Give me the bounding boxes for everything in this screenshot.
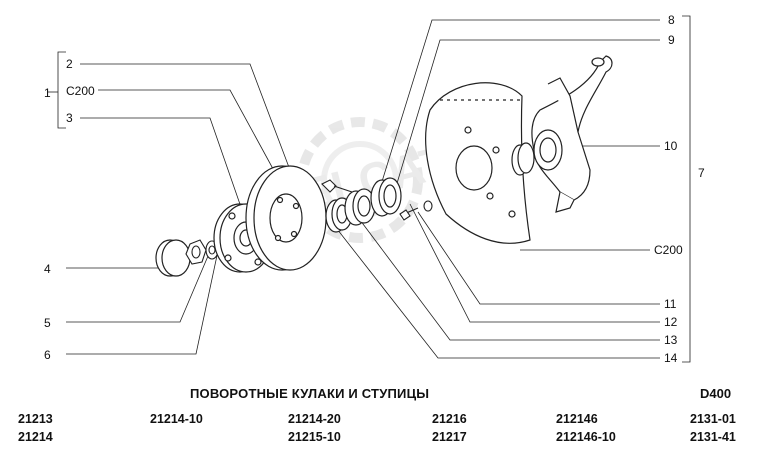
callout-c200-left: C200 <box>66 84 95 98</box>
callout-11: 11 <box>664 297 677 311</box>
model-212146: 212146 <box>556 412 598 426</box>
diagram-title: ПОВОРОТНЫЕ КУЛАКИ И СТУПИЦЫ <box>190 386 430 401</box>
model-212146-10: 212146-10 <box>556 430 616 444</box>
disc-bolt <box>321 179 353 193</box>
section-code: D400 <box>700 386 732 401</box>
callout-13: 13 <box>664 333 678 347</box>
steering-knuckle <box>531 55 613 213</box>
leader-lines <box>48 15 691 363</box>
brake-disc <box>245 165 327 271</box>
model-21215-10: 21215-10 <box>288 430 341 444</box>
callout-10: 10 <box>664 139 678 153</box>
model-21214-20: 21214-20 <box>288 412 341 426</box>
callout-12: 12 <box>664 315 678 329</box>
bearing-seal <box>370 177 402 217</box>
callout-9: 9 <box>668 33 675 47</box>
callout-4: 4 <box>44 262 51 276</box>
callout-14: 14 <box>664 351 678 365</box>
callout-7: 7 <box>698 166 705 180</box>
model-2131-41: 2131-41 <box>690 430 736 444</box>
callout-8: 8 <box>668 13 675 27</box>
hub-nut <box>185 239 207 265</box>
inner-bearing <box>344 188 376 226</box>
model-21213: 21213 <box>18 412 53 426</box>
callout-5: 5 <box>44 316 51 330</box>
callout-1: 1 <box>44 86 51 100</box>
hub-cap <box>155 239 191 277</box>
callout-c200-right: C200 <box>654 243 683 257</box>
shield-screw <box>399 200 433 221</box>
oil-seal <box>511 142 535 176</box>
callout-2: 2 <box>66 57 73 71</box>
model-21214-10: 21214-10 <box>150 412 203 426</box>
model-21217: 21217 <box>432 430 467 444</box>
model-21214: 21214 <box>18 430 53 444</box>
model-2131-01: 2131-01 <box>690 412 736 426</box>
callout-3: 3 <box>66 111 73 125</box>
splash-shield <box>425 82 531 244</box>
callout-6: 6 <box>44 348 51 362</box>
model-21216: 21216 <box>432 412 467 426</box>
